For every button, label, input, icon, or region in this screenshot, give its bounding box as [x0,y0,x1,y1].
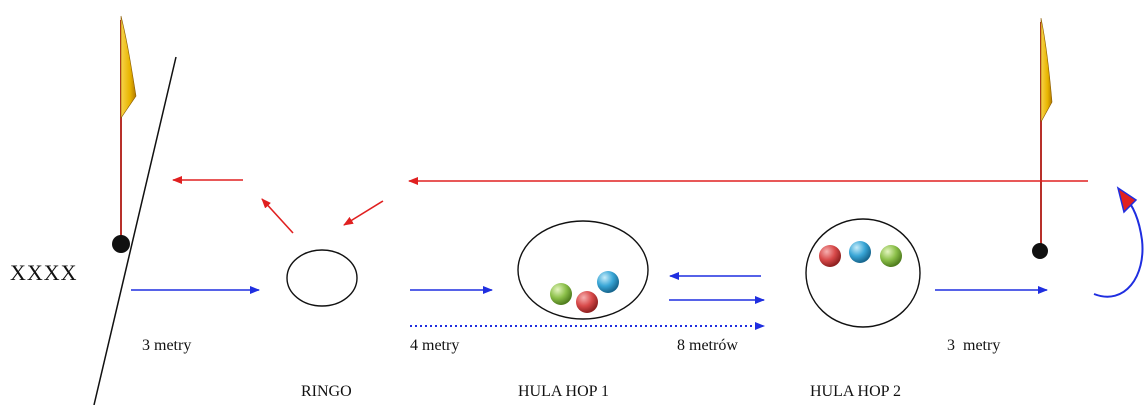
hula-hop-1-label: HULA HOP 1 [518,383,609,400]
distance-label: 3 metry [142,337,192,354]
flag-icon [1032,17,1053,259]
start-line [93,56,177,405]
ringo-label: RINGO [301,383,352,400]
ball-green [550,283,572,305]
distance-label: 8 metrów [677,337,738,354]
marker-dot-icon [1032,243,1048,259]
hula-hop-1-hoop [517,220,649,320]
marker-dot-icon [112,235,130,253]
ball-green [880,245,902,267]
ball-red [576,291,598,313]
start-label: XXXX [10,260,78,285]
hula-hop-2-label: HULA HOP 2 [810,383,901,400]
ball-red [819,245,841,267]
ball-blue [849,241,871,263]
flag-icon [112,15,137,253]
turn-around-arrow-icon [1093,186,1144,298]
ball-blue [597,271,619,293]
ringo-ring [286,249,358,307]
return-arrow [261,198,294,234]
distance-label: 4 metry [410,337,460,354]
distance-label: 3 metry [947,337,1001,354]
return-arrow [343,200,384,226]
hula-hop-2-hoop [805,218,921,328]
